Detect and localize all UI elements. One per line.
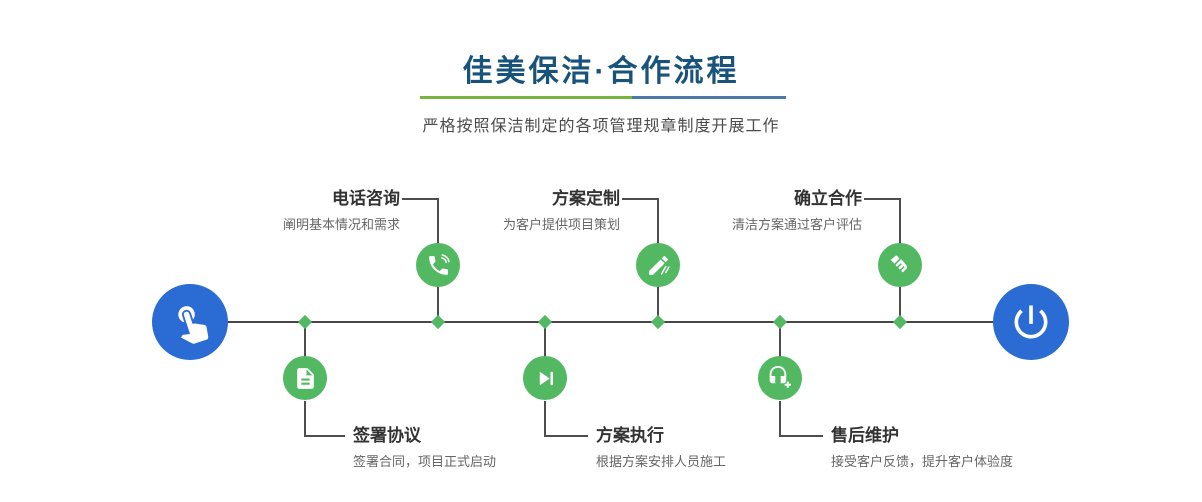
divider-green-segment — [420, 96, 633, 99]
step-title: 方案执行 — [596, 426, 664, 445]
connector — [657, 198, 659, 244]
connector — [779, 401, 781, 437]
connector — [622, 198, 658, 200]
divider-blue-segment — [632, 96, 786, 99]
connector — [544, 401, 546, 437]
step-desc: 清洁方案通过客户评估 — [731, 217, 862, 232]
step-desc: 为客户提供项目策划 — [502, 217, 620, 232]
step-label-phone-consult: 电话咨询 阐明基本情况和需求 — [160, 189, 400, 232]
step-label-plan-execute: 方案执行 根据方案安排人员施工 — [596, 426, 876, 469]
phone-call-icon — [428, 253, 450, 275]
connector — [437, 287, 439, 321]
title-divider — [420, 96, 786, 99]
contract-note-icon — [296, 367, 314, 389]
handshake-icon — [890, 255, 907, 272]
timeline-diamond — [892, 314, 908, 330]
connector — [305, 435, 345, 437]
step-desc: 签署合同，项目正式启动 — [353, 454, 497, 469]
step-label-plan-custom: 方案定制 为客户提供项目策划 — [380, 189, 620, 232]
play-next-icon — [539, 371, 553, 385]
connector — [657, 287, 659, 321]
connector — [304, 323, 306, 357]
timeline-diamond — [297, 314, 313, 330]
connector — [864, 198, 900, 200]
connector — [437, 198, 439, 244]
connector — [304, 401, 306, 437]
step-node-plan-custom — [636, 243, 680, 287]
step-desc: 根据方案安排人员施工 — [596, 454, 727, 469]
timeline-diamond — [537, 314, 553, 330]
power-icon — [1014, 305, 1048, 339]
timeline-diamond — [650, 314, 666, 330]
connector — [899, 198, 901, 244]
connector — [544, 323, 546, 357]
timeline-diamond — [772, 314, 788, 330]
pencil-edit-icon — [648, 255, 670, 275]
step-node-phone-consult — [416, 243, 460, 287]
page-title: 佳美保洁·合作流程 — [462, 55, 740, 88]
connector — [545, 435, 588, 437]
step-node-sign-agreement — [283, 356, 327, 400]
connector — [780, 435, 823, 437]
step-label-establish-coop: 确立合作 清洁方案通过客户评估 — [622, 189, 862, 232]
step-title: 售后维护 — [831, 426, 899, 445]
step-node-plan-execute — [523, 356, 567, 400]
connector — [899, 287, 901, 321]
step-desc: 接受客户反馈，提升客户体验度 — [831, 454, 1014, 469]
step-title: 电话咨询 — [332, 189, 400, 208]
end-node — [993, 284, 1069, 360]
step-title: 方案定制 — [552, 189, 620, 208]
step-node-establish-coop — [878, 243, 922, 287]
step-node-aftersale-support — [758, 356, 802, 400]
step-label-sign-agreement: 签署协议 签署合同，项目正式启动 — [353, 426, 633, 469]
step-title: 确立合作 — [794, 189, 862, 208]
headset-support-icon — [769, 365, 791, 388]
step-title: 签署协议 — [353, 426, 421, 445]
step-label-aftersale-support: 售后维护 接受客户反馈，提升客户体验度 — [831, 426, 1111, 469]
pointing-hand-icon — [178, 306, 209, 344]
timeline-diamond — [430, 314, 446, 330]
start-node — [152, 284, 228, 360]
connector — [779, 323, 781, 357]
timeline-line — [190, 321, 1031, 323]
connector — [402, 198, 438, 200]
step-desc: 阐明基本情况和需求 — [282, 217, 400, 232]
page-subtitle: 严格按照保洁制定的各项管理规章制度开展工作 — [422, 118, 780, 135]
